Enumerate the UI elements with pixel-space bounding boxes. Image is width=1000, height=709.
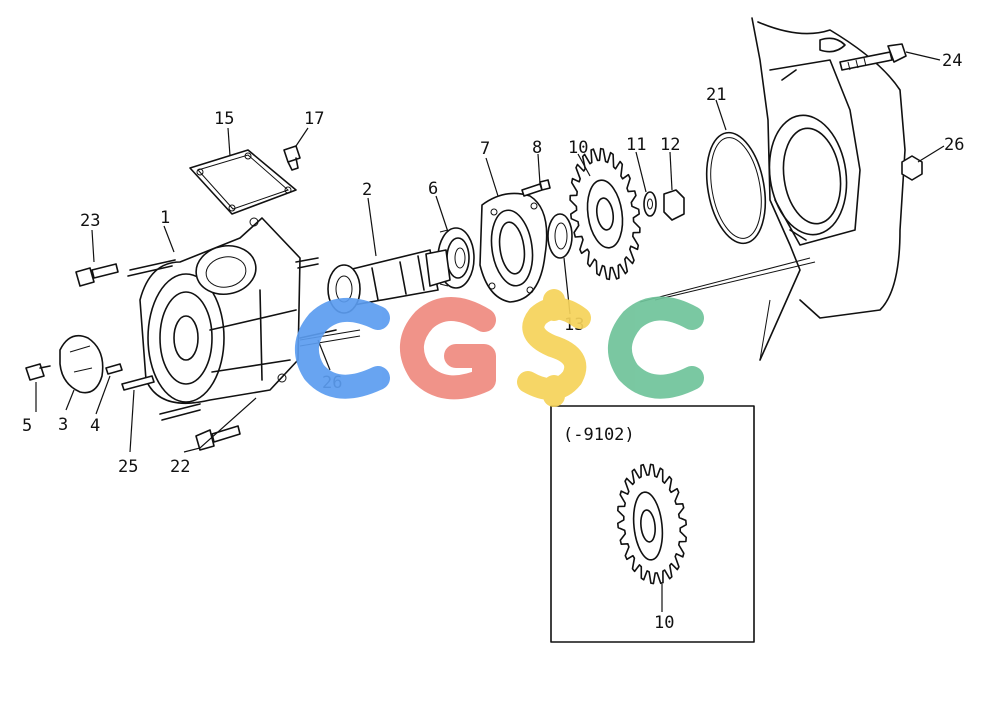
watermark-letter-c2: [608, 296, 704, 399]
bolt-22: [195, 425, 241, 451]
label-part-25: 25: [118, 457, 138, 477]
watermark-letter-g: [400, 297, 496, 400]
label-part-21: 21: [706, 85, 726, 105]
plug-17: [283, 145, 301, 171]
bolt-23: [75, 263, 119, 287]
label-part-6: 6: [428, 179, 438, 199]
bearing-holder-7: [479, 192, 548, 303]
inset-part-label: 10: [654, 613, 674, 633]
o-ring-21: [705, 131, 767, 245]
cover-3: [59, 334, 104, 394]
label-part-8: 8: [532, 138, 542, 158]
bolt-24: [839, 43, 907, 71]
label-part-4: 4: [90, 416, 100, 436]
label-part-15: 15: [214, 109, 234, 129]
gear-10: [569, 147, 641, 281]
pump-housing-1: [127, 217, 361, 421]
label-part-2: 2: [362, 180, 372, 200]
inset-gear-10: [617, 463, 687, 585]
label-part-7: 7: [480, 139, 490, 159]
label-part-10: 10: [568, 138, 588, 158]
inset-box: (-9102) 10: [550, 405, 755, 643]
label-part-5: 5: [22, 416, 32, 436]
pin-4: [105, 363, 123, 375]
stud-25: [121, 375, 155, 391]
watermark-cgsc: [295, 289, 704, 407]
label-part-23: 23: [80, 211, 100, 231]
label-part-17: 17: [304, 109, 324, 129]
label-part-1: 1: [160, 208, 170, 228]
label-part-26-right: 26: [944, 135, 964, 155]
label-part-22: 22: [170, 457, 190, 477]
washer-11: [643, 191, 657, 217]
seal-13: [547, 213, 573, 259]
nut-12: [663, 189, 685, 221]
nut-26-right: [901, 155, 923, 181]
inset-frame: [550, 405, 755, 643]
screw-5: [25, 363, 51, 381]
watermark-letter-s: [517, 289, 591, 407]
watermark-letter-c1: [295, 297, 390, 399]
label-part-11: 11: [626, 135, 646, 155]
inset-label: (-9102): [563, 425, 635, 445]
label-part-24: 24: [942, 51, 962, 71]
label-part-12: 12: [660, 135, 680, 155]
label-part-3: 3: [58, 415, 68, 435]
cover-plate-15: [189, 149, 297, 215]
engine-case: [639, 17, 906, 361]
bolt-8: [521, 179, 551, 197]
